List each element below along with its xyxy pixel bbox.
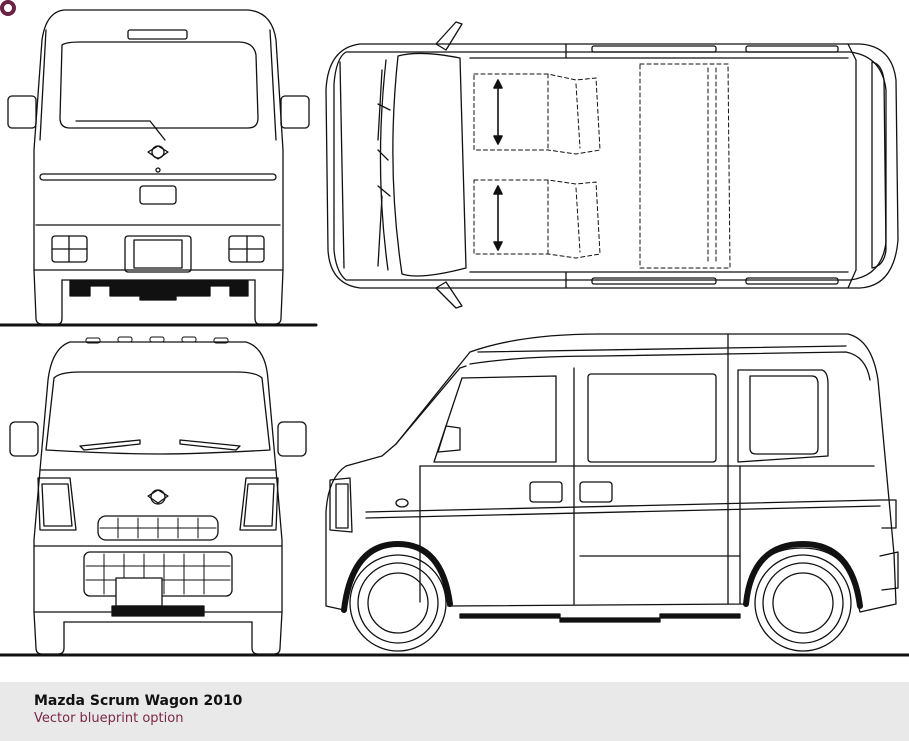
top-view-arrows <box>493 79 503 251</box>
caption-bar <box>0 682 909 741</box>
top-view <box>325 21 899 309</box>
ring-bullet-icon <box>0 0 16 16</box>
top-view-seats <box>473 63 731 269</box>
front-view <box>9 336 307 655</box>
blueprint-drawing <box>0 9 909 657</box>
rear-view <box>7 9 310 325</box>
caption-subtitle[interactable]: Vector blueprint option <box>34 711 184 726</box>
caption-title[interactable]: Mazda Scrum Wagon 2010 <box>34 693 243 709</box>
side-view <box>325 333 899 652</box>
